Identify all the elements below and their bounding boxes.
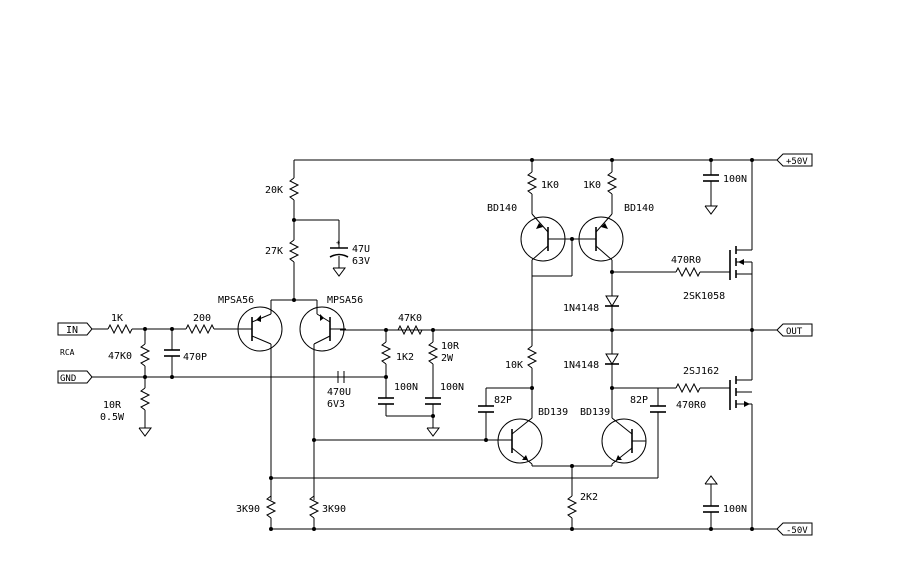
resistor-1k-label: 1K <box>111 313 123 324</box>
transistor-bd139-left-label: BD139 <box>538 407 568 418</box>
transistor-mpsa56-left-label: MPSA56 <box>218 295 254 306</box>
resistor-27k-label: 27K <box>265 246 283 257</box>
port-gnd-label: GND <box>60 374 76 384</box>
capacitor-100n-feedback-label: 100N <box>394 382 418 393</box>
resistor-10r-label-a: 10R <box>103 400 122 411</box>
port-in: IN <box>57 322 93 336</box>
resistor-20k <box>288 177 300 201</box>
mosfet-2sk1058-label: 2SK1058 <box>683 291 725 302</box>
diode-1n4148-bottom <box>605 353 619 418</box>
ground-symbol-zobel <box>426 427 440 437</box>
port-out-label: OUT <box>786 327 803 337</box>
capacitor-470p-label: 470P <box>183 352 207 363</box>
capacitor-100n-zobel-label: 100N <box>440 382 464 393</box>
resistor-1k0-right <box>606 171 618 195</box>
resistor-2k2 <box>566 495 578 519</box>
port-out: OUT <box>776 323 813 337</box>
mosfet-2sj162-label: 2SJ162 <box>683 366 719 377</box>
port-gnd: GND <box>57 370 93 384</box>
resistor-200-label: 200 <box>193 313 211 324</box>
resistor-1k0-left-label: 1K0 <box>541 180 559 191</box>
ground-symbol-input <box>138 427 152 437</box>
capacitor-470p <box>164 349 180 357</box>
resistor-47k0-feedback <box>397 324 423 336</box>
transistor-bd139-right-label: BD139 <box>580 407 610 418</box>
bias-wiring <box>270 160 340 314</box>
lower-wiring <box>271 387 730 529</box>
port-vpos: +50V <box>776 153 813 167</box>
resistor-47k0-input <box>139 343 151 367</box>
mirror-wiring <box>531 160 730 418</box>
capacitor-100n-feedback <box>378 397 394 405</box>
resistor-10r-label-b: 0.5W <box>100 412 125 423</box>
capacitor-100n-negative-rail <box>703 484 719 529</box>
capacitor-47u-electrolytic: + <box>329 239 349 258</box>
capacitor-100n-negative-rail-label: 100N <box>723 504 747 515</box>
capacitor-100n-positive-rail <box>703 160 719 206</box>
gate-resistor-470r0-bottom-label: 470R0 <box>676 400 706 411</box>
ground-symbol-47u <box>332 267 346 277</box>
transistor-bd139-right <box>601 417 647 465</box>
resistor-47k0-feedback-label: 47K0 <box>398 313 422 324</box>
capacitor-100n-positive-rail-label: 100N <box>723 174 747 185</box>
rca-label: RCA <box>60 348 75 357</box>
port-vneg: -50V <box>776 522 813 536</box>
resistor-20k-label: 20K <box>265 185 283 196</box>
capacitor-82p-right <box>650 405 666 413</box>
resistor-1k0-right-label: 1K0 <box>583 180 601 191</box>
capacitor-470u-label-b: 6V3 <box>327 399 345 410</box>
resistor-47k0-input-label: 47K0 <box>108 351 132 362</box>
resistor-1k-input <box>107 323 133 335</box>
feedback-wiring <box>337 330 434 428</box>
resistor-3k90-left-label: 3K90 <box>236 504 260 515</box>
gate-resistor-470r0-bottom <box>675 382 701 394</box>
transistor-bd140-right-label: BD140 <box>624 203 654 214</box>
port-in-label: IN <box>66 325 78 336</box>
gate-resistor-470r0-top-label: 470R0 <box>671 255 701 266</box>
transistor-bd140-right <box>578 213 624 262</box>
transistor-bd140-left-label: BD140 <box>487 203 517 214</box>
transistor-mpsa56-left <box>236 306 283 500</box>
mosfet-2sj162 <box>729 330 753 529</box>
capacitor-47u-label-a: 47U <box>352 244 370 255</box>
resistor-10r-2w-label-b: 2W <box>441 353 454 364</box>
transistor-bd139-left <box>497 417 543 465</box>
capacitor-82p-right-label: 82P <box>630 395 648 406</box>
capacitor-47u-label-b: 63V <box>352 256 370 267</box>
resistor-3k90-right-label: 3K90 <box>322 504 346 515</box>
resistor-3k90-left <box>265 478 277 529</box>
capacitor-82p-left <box>478 405 494 413</box>
resistor-2k2-label: 2K2 <box>580 492 598 503</box>
port-vpos-label: +50V <box>786 157 808 167</box>
resistor-10r-ground <box>139 387 151 411</box>
resistor-3k90-right <box>308 478 320 529</box>
resistor-200 <box>185 323 215 335</box>
capacitor-82p-left-label: 82P <box>494 395 512 406</box>
ground-symbol-negative-rail <box>704 475 718 485</box>
svg-text:+: + <box>336 239 340 247</box>
resistor-1k2-label: 1K2 <box>396 352 414 363</box>
transistor-mpsa56-right-label: MPSA56 <box>327 295 363 306</box>
resistor-1k0-left <box>526 171 538 195</box>
resistor-27k <box>288 239 300 263</box>
transistor-bd140-left <box>520 213 566 262</box>
capacitor-470u-label-a: 470U <box>327 387 351 398</box>
diode-1n4148-top-label: 1N4148 <box>563 303 599 314</box>
diode-1n4148-top <box>605 295 619 354</box>
resistor-10k-label: 10K <box>505 360 523 371</box>
mosfet-2sk1058 <box>729 160 753 330</box>
ground-symbol-positive-rail <box>704 205 718 215</box>
diode-1n4148-bottom-label: 1N4148 <box>563 360 599 371</box>
gate-resistor-470r0-top <box>675 266 701 278</box>
resistor-10r-2w <box>427 341 439 365</box>
input-wiring <box>92 328 386 428</box>
resistor-1k2 <box>380 341 392 365</box>
port-vneg-label: -50V <box>786 526 808 536</box>
resistor-10k <box>526 345 538 369</box>
resistor-10r-2w-label-a: 10R <box>441 341 460 352</box>
transistor-mpsa56-right <box>299 306 346 500</box>
capacitor-100n-zobel <box>425 397 441 405</box>
